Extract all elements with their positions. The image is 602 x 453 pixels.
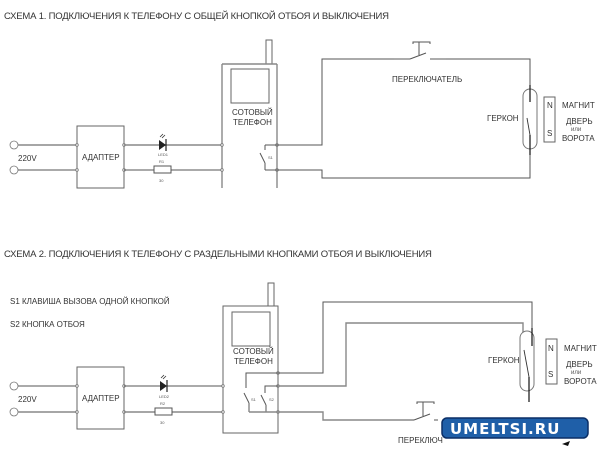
phone-screen xyxy=(231,311,271,347)
phone-antenna xyxy=(267,282,275,307)
toggle-switch-1 xyxy=(394,41,446,60)
magnet-s: S xyxy=(547,129,552,138)
note-s1: S1 КЛАВИША ВЫЗОВА ОДНОЙ КНОПКОЙ xyxy=(10,297,170,306)
magnet-label: МАГНИТ xyxy=(564,344,597,353)
door-line1: ДВЕРЬ xyxy=(566,360,593,369)
led-1 xyxy=(159,133,167,151)
led-2 xyxy=(160,374,168,392)
cell-phone-1: СОТОВЫЙ ТЕЛЕФОН S1 xyxy=(220,39,279,188)
magnet-label: МАГНИТ xyxy=(562,101,595,110)
scheme-2-title: СХЕМА 2. ПОДКЛЮЧЕНИЯ К ТЕЛЕФОНУ С РАЗДЕЛ… xyxy=(4,249,432,260)
reed-label: ГЕРКОН xyxy=(488,356,520,365)
cell-phone-2: СОТОВЫЙ ТЕЛЕФОН S1 S2 xyxy=(221,282,280,434)
door-line2: или xyxy=(571,127,581,133)
phone-body xyxy=(222,305,279,434)
magnet-1 xyxy=(543,96,556,143)
phone-label-line1: СОТОВЫЙ xyxy=(233,347,274,356)
door-line2: или xyxy=(571,370,581,376)
voltage-label: 220V xyxy=(18,154,37,163)
wire-to-switch xyxy=(277,58,394,146)
phone-switch-label: S1 xyxy=(268,155,274,160)
mains-terminal-top xyxy=(9,381,19,391)
resistor-value: 30 xyxy=(159,178,164,183)
toggle-switch-2 xyxy=(413,401,438,421)
watermark-badge xyxy=(441,417,589,439)
node xyxy=(75,143,79,147)
led-diode-icon xyxy=(160,381,167,391)
adapter-label: АДАПТЕР xyxy=(82,394,120,403)
phone-switch1-label: S1 xyxy=(251,397,257,402)
note-s2: S2 КНОПКА ОТБОЯ xyxy=(10,320,85,329)
phone-switch-s1 xyxy=(259,152,266,164)
led-label: LED2 xyxy=(159,394,170,399)
led-diode-icon xyxy=(159,140,166,150)
phone-switch2-label: S2 xyxy=(269,397,275,402)
wire-return xyxy=(277,150,531,179)
door-line3: ВОРОТА xyxy=(564,377,597,386)
led-label: LED1 xyxy=(158,152,169,157)
magnet-s: S xyxy=(548,370,553,379)
resistor-label: R2 xyxy=(160,401,166,406)
phone-switch-s2 xyxy=(260,394,267,406)
reed-switch-2 xyxy=(519,328,535,402)
reed-label: ГЕРКОН xyxy=(487,114,519,123)
watermark: UMELTSI.RU xyxy=(441,417,589,446)
magnet-n: N xyxy=(548,344,554,353)
magnet-2 xyxy=(545,338,558,385)
resistor-r2 xyxy=(154,407,173,416)
scheme-1-title: СХЕМА 1. ПОДКЛЮЧЕНИЯ К ТЕЛЕФОНУ С ОБЩЕЙ … xyxy=(4,10,389,22)
mains-terminal-bottom xyxy=(9,165,19,175)
watermark-text: UMELTSI.RU xyxy=(450,420,560,438)
wire-to-reed xyxy=(446,58,531,88)
resistor-label: R1 xyxy=(159,159,165,164)
node xyxy=(75,168,79,172)
magnet-n: N xyxy=(547,101,553,110)
mains-terminal-top xyxy=(9,140,19,150)
adapter-box xyxy=(76,125,125,189)
phone-switch-s1 xyxy=(243,392,250,404)
wire-outer-loop xyxy=(278,301,533,374)
switch-label: ПЕРЕКЛЮЧ xyxy=(398,436,443,445)
resistor-value: 30 xyxy=(160,420,165,425)
phone-label-line2: ТЕЛЕФОН xyxy=(234,357,273,366)
watermark-mark-icon xyxy=(562,441,570,446)
phone-label-line2: ТЕЛЕФОН xyxy=(233,118,272,127)
reed-switch-1 xyxy=(522,85,538,155)
switch-label: ПЕРЕКЛЮЧАТЕЛЬ xyxy=(392,75,462,84)
door-line1: ДВЕРЬ xyxy=(566,117,593,126)
door-line3: ВОРОТА xyxy=(562,134,595,143)
reed-glass xyxy=(519,330,535,392)
phone-label-line1: СОТОВЫЙ xyxy=(232,108,273,117)
phone-antenna xyxy=(265,39,273,65)
wire-to-switch xyxy=(278,411,414,421)
mains-terminal-bottom xyxy=(9,407,19,417)
adapter-label: АДАПТЕР xyxy=(82,153,120,162)
voltage-label: 220V xyxy=(18,395,37,404)
wire-inner-loop xyxy=(278,322,524,387)
scheme-2: СХЕМА 2. ПОДКЛЮЧЕНИЯ К ТЕЛЕФОНУ С РАЗДЕЛ… xyxy=(4,249,597,445)
scheme-1: СХЕМА 1. ПОДКЛЮЧЕНИЯ К ТЕЛЕФОНУ С ОБЩЕЙ … xyxy=(4,10,595,189)
resistor-r1 xyxy=(153,165,172,174)
phone-screen xyxy=(230,68,270,104)
adapter-box xyxy=(76,366,125,430)
